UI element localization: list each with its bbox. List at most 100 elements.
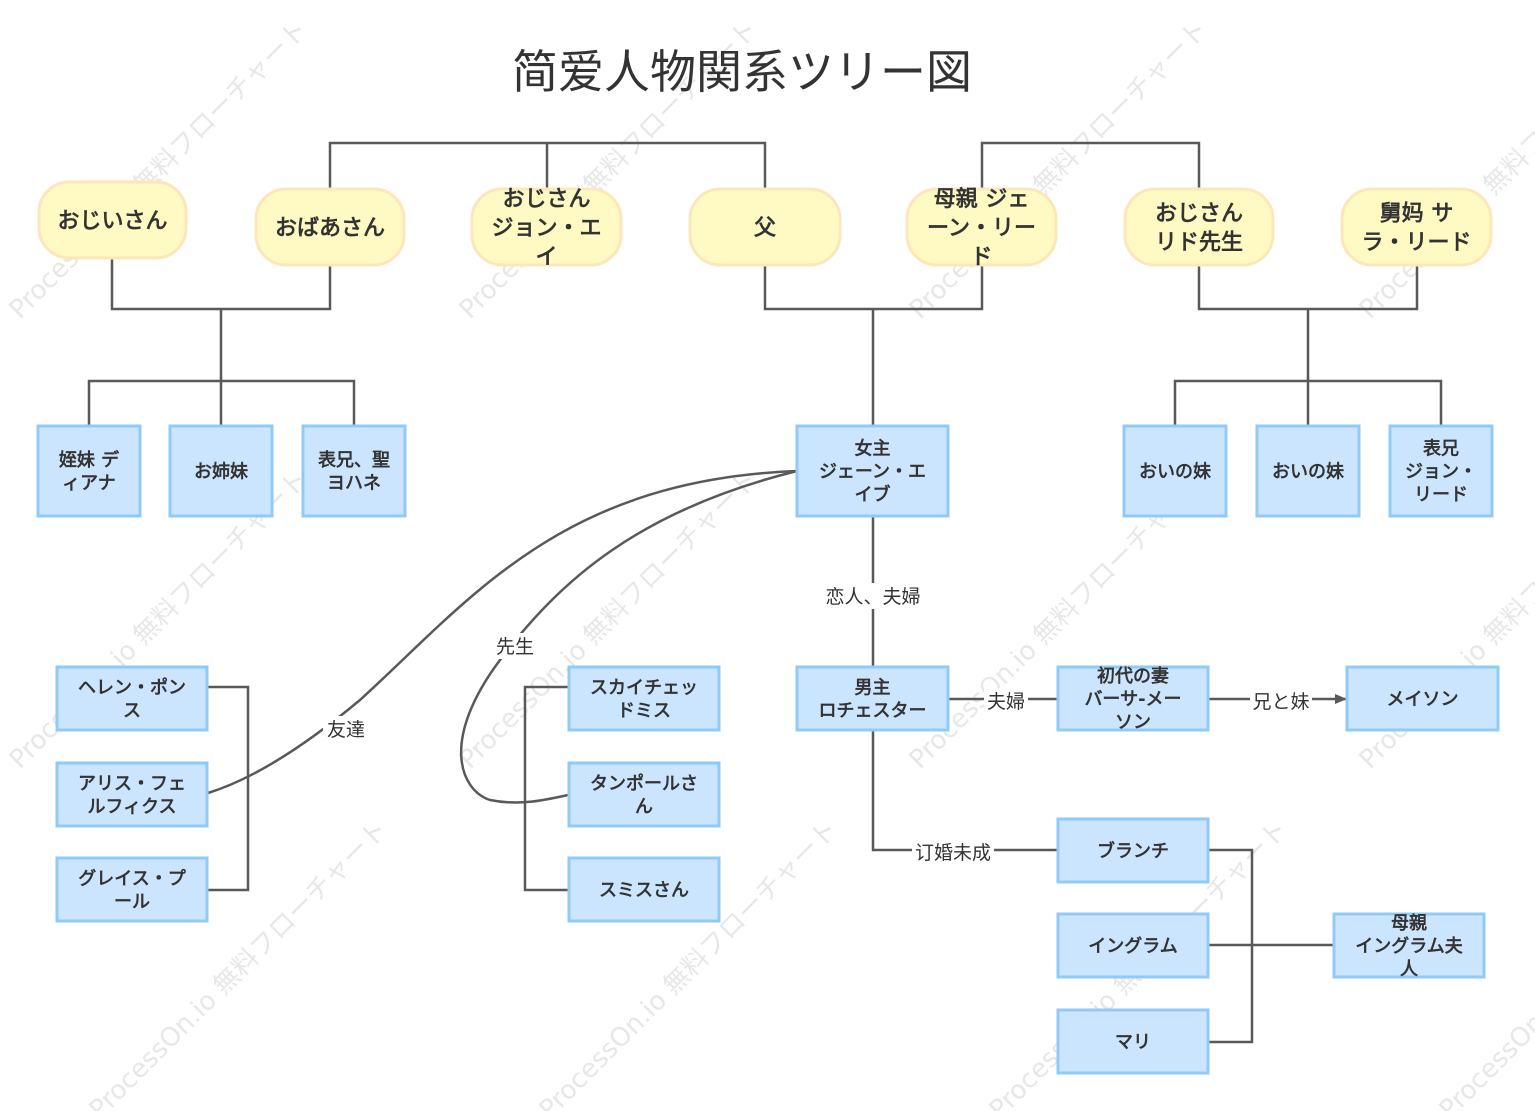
- edge-labels: 恋人、夫婦 先生 友達 夫婦 兄と妹 订婚未成: [323, 583, 1312, 864]
- node-elder-sister: お姉妹: [168, 424, 274, 518]
- node-layer: おじいさんおばあさんおじさんジョン・エイ父母親 ジェーン・リードおじさんリド先生…: [36, 180, 1500, 1075]
- node-heroine-jane-eyre: 女主ジェーン・エイブ: [795, 424, 950, 518]
- node-father: 父: [688, 187, 842, 267]
- node-box-grandma: [254, 187, 406, 267]
- node-label-line: 男主: [855, 676, 891, 698]
- node-box-uncle-reed: [1123, 187, 1275, 267]
- node-label-cousin-diana: 姪妹 ディアナ: [59, 449, 120, 494]
- node-niece-2: おいの妹: [1255, 424, 1361, 518]
- node-grandma: おばあさん: [254, 187, 406, 267]
- node-label-line: 表兄: [1423, 437, 1459, 459]
- node-box-hero-rochester: [795, 665, 950, 732]
- node-uncle-reed: おじさんリド先生: [1123, 187, 1275, 267]
- node-label-grace-poole: グレイス・プール: [78, 867, 186, 912]
- node-label-uncle-john-eyre: おじさんジョン・エイ: [491, 187, 601, 270]
- node-label-temple: タンポールさん: [590, 772, 698, 817]
- node-label-line: マリ: [1115, 1032, 1151, 1053]
- node-box-niece-1: [1122, 424, 1228, 518]
- node-box-alice-fairfax: [55, 761, 209, 828]
- node-label-line: ド: [970, 245, 992, 270]
- node-label-hero-rochester: 男主ロチェスター: [819, 676, 927, 721]
- node-label-niece-2: おいの妹: [1272, 461, 1345, 482]
- node-box-cousin-diana: [36, 424, 142, 518]
- node-label-line: おいの妹: [1139, 461, 1212, 482]
- edge-rochester-blanche: [871, 730, 1057, 852]
- node-label-aunt-sarah-reed: 舅妈 サラ・リード: [1361, 201, 1471, 255]
- edge-ingram-family: [1208, 848, 1334, 1044]
- node-miss-smith: スミスさん: [567, 856, 721, 923]
- node-label-line: 表兄、聖: [318, 449, 390, 471]
- node-box-blanche: [1056, 817, 1210, 884]
- node-label-mother-lady-ingram: 母親イングラム夫人: [1355, 912, 1463, 980]
- node-box-father: [688, 187, 842, 267]
- edge-label-friend: 友達: [327, 719, 365, 741]
- node-helen-burns: ヘレン・ポンス: [55, 665, 209, 732]
- node-label-mason: メイソン: [1387, 689, 1459, 710]
- node-first-wife-bertha: 初代の妻バーサ-メーソン: [1056, 665, 1210, 733]
- node-uncle-john-eyre: おじさんジョン・エイ: [470, 187, 623, 270]
- node-mother-jane-reed: 母親 ジェーン・リード: [905, 187, 1058, 270]
- node-box-aunt-sarah-reed: [1340, 187, 1493, 267]
- node-label-grandpa: おじいさん: [57, 209, 167, 234]
- edge-jane-teachers: [460, 469, 798, 804]
- node-label-niece-1: おいの妹: [1139, 461, 1212, 482]
- node-label-heroine-jane-eyre: 女主ジェーン・エイブ: [819, 437, 926, 505]
- node-label-uncle-reed: おじさんリド先生: [1155, 201, 1243, 255]
- node-label-line: グレイス・プ: [78, 867, 186, 889]
- node-label-grandma: おばあさん: [275, 216, 385, 241]
- node-alice-fairfax: アリス・フェルフィクス: [55, 761, 209, 828]
- node-label-line: 舅妈 サ: [1380, 201, 1454, 226]
- node-label-ingram: イングラム: [1088, 935, 1177, 957]
- edge-label-siblings: 兄と妹: [1252, 691, 1309, 713]
- node-box-first-wife-bertha: [1056, 665, 1210, 732]
- node-mother-lady-ingram: 母親イングラム夫人: [1332, 912, 1486, 980]
- node-label-line: ドミス: [617, 700, 671, 721]
- node-label-line: ソン: [1115, 712, 1151, 733]
- node-label-line: おばあさん: [275, 216, 385, 241]
- node-label-alice-fairfax: アリス・フェルフィクス: [78, 773, 186, 817]
- node-box-heroine-jane-eyre: [795, 424, 950, 518]
- node-label-line: ヨハネ: [327, 473, 381, 494]
- node-box-scatcherd: [567, 665, 721, 732]
- node-box-uncle-john-eyre: [470, 187, 623, 267]
- node-label-line: スカイチェッ: [590, 677, 698, 698]
- edge-label-couple: 夫婦: [987, 691, 1025, 713]
- node-scatcherd: スカイチェッドミス: [567, 665, 721, 732]
- node-temple: タンポールさん: [567, 761, 721, 828]
- node-label-line: アリス・フェ: [78, 773, 186, 794]
- node-grace-poole: グレイス・プール: [55, 856, 209, 923]
- node-label-line: リド先生: [1155, 230, 1243, 255]
- node-label-mother-jane-reed: 母親 ジェーン・リード: [927, 187, 1036, 270]
- node-box-mary: [1056, 1008, 1210, 1075]
- edge-parents-jane: [763, 265, 984, 426]
- node-label-line: おじいさん: [57, 209, 167, 234]
- node-label-scatcherd: スカイチェッドミス: [590, 677, 698, 721]
- edge-friends-bracket: [206, 685, 250, 892]
- node-label-cousin-st-john: 表兄、聖ヨハネ: [318, 449, 390, 494]
- node-box-mother-lady-ingram: [1332, 912, 1486, 979]
- node-label-blanche: ブランチ: [1097, 840, 1169, 862]
- node-label-line: 姪妹 デ: [59, 449, 120, 471]
- node-label-line: ジョン・エ: [491, 216, 601, 241]
- node-grandpa: おじいさん: [37, 180, 188, 260]
- node-cousin-diana: 姪妹 ディアナ: [36, 424, 142, 518]
- node-label-line: おいの妹: [1272, 461, 1345, 482]
- node-box-mother-jane-reed: [905, 187, 1058, 267]
- node-label-first-wife-bertha: 初代の妻バーサ-メーソン: [1084, 665, 1181, 733]
- node-label-line: ブランチ: [1097, 840, 1169, 862]
- node-mary: マリ: [1056, 1008, 1210, 1075]
- node-label-line: イ: [535, 245, 557, 270]
- node-label-line: ス: [123, 700, 141, 721]
- node-label-line: ジェーン・エ: [819, 461, 926, 482]
- edge-jane-friends: [207, 469, 798, 795]
- node-label-line: 人: [1400, 959, 1419, 980]
- node-label-line: お姉妹: [194, 460, 249, 482]
- node-label-line: ジョン・: [1405, 461, 1477, 482]
- node-label-elder-sister: お姉妹: [194, 460, 249, 482]
- edge-family-bracket-right: [980, 141, 1201, 188]
- node-ingram: イングラム: [1056, 912, 1210, 979]
- edge-label-teacher: 先生: [496, 636, 534, 658]
- node-label-line: タンポールさ: [590, 772, 698, 794]
- node-box-niece-2: [1255, 424, 1361, 518]
- node-label-line: 母親 ジェ: [934, 187, 1030, 212]
